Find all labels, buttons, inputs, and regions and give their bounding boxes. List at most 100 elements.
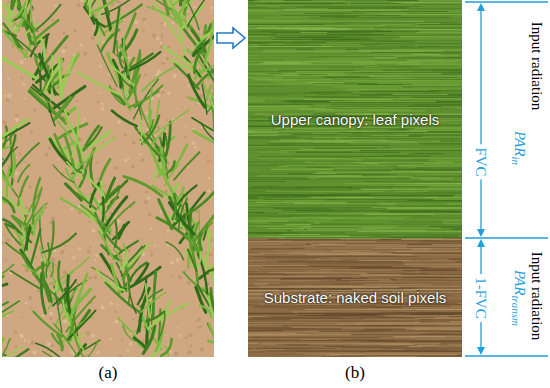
soil-grain [83, 51, 87, 55]
leaf-streak [419, 46, 462, 47]
leaf-streak [248, 196, 257, 197]
leaf-streak [282, 98, 462, 99]
soil-streak [395, 283, 449, 284]
soil-grain [2, 120, 6, 124]
soil-grain [93, 275, 97, 279]
soil-grain [86, 331, 90, 335]
leaf-streak [307, 197, 462, 198]
soil-grain [148, 213, 152, 217]
leaf-blade [2, 339, 10, 357]
leaf-blade [118, 318, 133, 333]
leaf-streak [259, 63, 311, 64]
leaf-streak [250, 44, 362, 45]
leaf-streak [305, 100, 439, 101]
leaf-streak [248, 58, 395, 59]
leaf-streak [327, 193, 462, 194]
leaf-streak [282, 210, 333, 211]
leaf-blade [114, 8, 120, 53]
leaf-streak [358, 163, 462, 164]
soil-grain [91, 334, 95, 338]
soil-grain [15, 118, 19, 122]
soil-grain [51, 344, 54, 347]
leaf-streak [257, 27, 334, 28]
soil-streak [248, 250, 333, 251]
leaf-streak [248, 101, 265, 102]
soil-grain [184, 126, 186, 128]
soil-streak [360, 277, 462, 278]
soil-grain [4, 258, 7, 261]
leaf-streak [325, 13, 351, 14]
soil-grain [181, 106, 183, 108]
leaf-streak [371, 52, 462, 53]
soil-grain [200, 325, 202, 327]
leaf-streak [248, 85, 284, 86]
leaf-blade [200, 233, 202, 250]
leaf-streak [248, 116, 265, 117]
leaf-blade [16, 0, 29, 31]
soil-grain [24, 339, 27, 342]
soil-grain [30, 340, 34, 344]
leaf-blade [161, 339, 171, 356]
leaf-streak [385, 201, 461, 202]
soil-streak [282, 285, 312, 286]
soil-streak [364, 355, 462, 356]
leaf-blade [115, 221, 117, 248]
leaf-streak [312, 197, 437, 198]
soil-grain [88, 276, 92, 280]
leaf-blade [77, 72, 119, 94]
soil-streak [412, 266, 462, 267]
leaf-streak [373, 28, 462, 29]
soil-grain [110, 257, 111, 258]
soil-grain [198, 33, 200, 35]
soil-streak [248, 318, 365, 319]
leaf-streak [291, 217, 411, 218]
leaf-blade [52, 334, 63, 347]
soil-grain [165, 243, 166, 244]
leaf-streak [248, 91, 256, 92]
leaf-blade [33, 311, 62, 336]
leaf-streak [284, 9, 410, 10]
leaf-blade [6, 226, 21, 245]
leaf-streak [279, 70, 462, 71]
leaf-blade [7, 346, 23, 356]
soil-grain [97, 177, 99, 179]
leaf-streak [264, 212, 381, 213]
soil-grain [161, 91, 164, 94]
leaf-blade [193, 131, 214, 154]
soil-grain [142, 30, 144, 32]
leaf-streak [248, 19, 282, 20]
leaf-blade [149, 88, 152, 127]
leaf-blade [103, 197, 104, 221]
leaf-blade [148, 304, 187, 329]
soil-streak [420, 329, 442, 330]
leaf-streak [351, 150, 462, 151]
leaf-blade [43, 351, 78, 357]
leaf-blade [173, 194, 176, 219]
soil-grain [197, 326, 200, 329]
leaf-blade [2, 58, 36, 78]
soil-grain [161, 33, 163, 35]
leaf-streak [396, 180, 462, 181]
leaf-streak [248, 133, 252, 134]
leaf-streak [408, 153, 444, 154]
soil-grain [15, 172, 19, 176]
leaf-streak [284, 43, 405, 44]
leaf-blade [2, 147, 17, 183]
leaf-blade [119, 222, 129, 238]
soil-grain [103, 17, 105, 19]
soil-grain [124, 134, 127, 137]
leaf-streak [285, 179, 421, 180]
leaf-blade [53, 280, 76, 306]
leaf-streak [296, 158, 342, 159]
leaf-streak [346, 100, 401, 101]
soil-grain [51, 217, 55, 221]
leaf-streak [248, 21, 424, 22]
soil-grain [210, 6, 213, 9]
soil-grain [176, 258, 180, 262]
soil-grain [78, 247, 81, 250]
soil-streak [359, 260, 462, 261]
soil-grain [121, 338, 123, 340]
soil-grain [70, 208, 73, 211]
leaf-streak [248, 60, 374, 61]
leaf-streak [276, 29, 387, 30]
